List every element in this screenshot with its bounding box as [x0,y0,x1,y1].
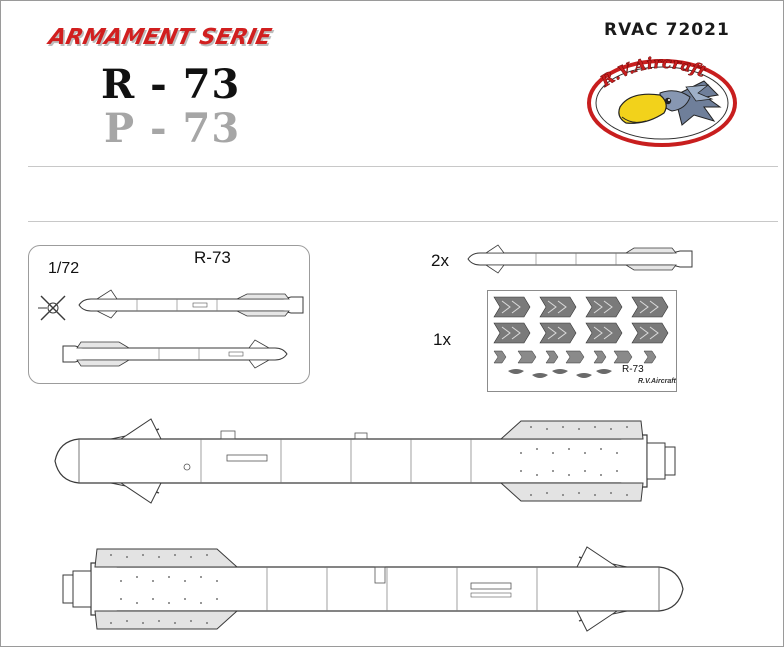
product-name: R - 73 [101,61,241,108]
panel-title: R-73 [194,248,231,267]
missile-quantity: 2x [431,251,449,270]
large-missile-top-view [54,418,676,504]
large-missile-side-view [62,546,684,632]
decal-sheet: R-73 R.V.Aircraft [487,290,677,392]
missile-front-view-icon [38,295,66,321]
brand-logo: R.V.Aircraft [587,53,737,147]
decal-sheet-label: R-73 [622,364,644,375]
decal-quantity: 1x [433,330,451,349]
missile-part-preview [467,244,693,274]
small-missile-side-view [62,339,288,369]
divider-top [28,166,778,167]
decal-markings [493,296,669,378]
scale-drawing-panel: 1/72 R-73 [28,245,310,384]
decal-sheet-brand: R.V.Aircraft [638,378,676,385]
scale-label: 1/72 [48,260,80,277]
product-code: RVAC 72021 [604,20,730,40]
divider-bottom [28,221,778,222]
product-name-cyrillic: P - 73 [104,105,241,152]
series-title: ARMAMENT SERIE [46,25,274,50]
small-missile-top-view [78,289,304,319]
eagle-head-logo [618,80,722,126]
